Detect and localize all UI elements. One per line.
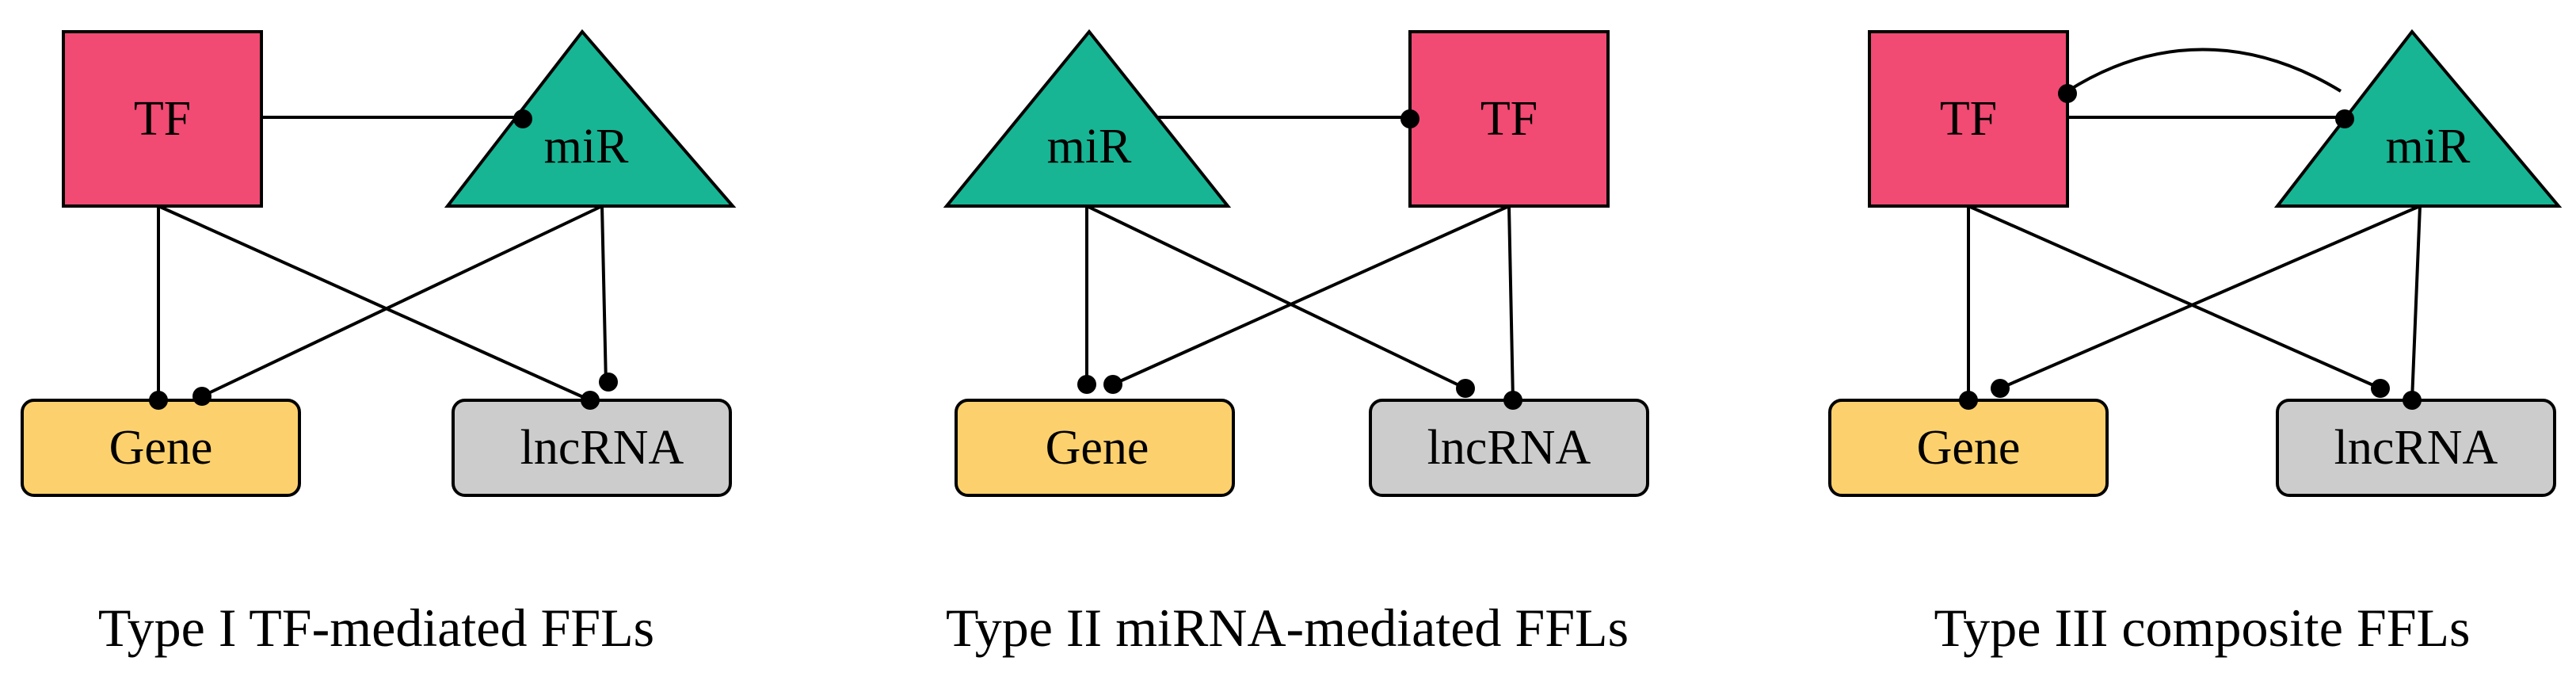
tf-node xyxy=(62,30,263,208)
dot-terminal xyxy=(149,391,168,410)
dot-terminal xyxy=(599,373,618,392)
panel-type-1: TF miR Gene lncRNA Type I TF-mediated FF… xyxy=(21,29,737,658)
dot-terminals-panel-1 xyxy=(149,109,618,410)
dot-terminal xyxy=(2058,84,2077,103)
edge-mir-lncrna xyxy=(1086,204,1466,390)
gene-node xyxy=(955,399,1235,497)
dot-terminal xyxy=(1503,391,1522,410)
edges-panel-2 xyxy=(1085,116,1515,401)
gene-label: Gene xyxy=(1917,421,2021,475)
mir-label: miR xyxy=(2386,120,2471,174)
tf-label: TF xyxy=(1480,92,1538,146)
dot-terminal xyxy=(192,387,211,406)
dot-terminal xyxy=(1077,375,1096,394)
edge-mir-gene xyxy=(201,204,603,398)
panel-caption: Type I TF-mediated FFLs xyxy=(98,598,654,658)
lncrna-label: lncRNA xyxy=(2334,421,2498,475)
gene-label: Gene xyxy=(1046,421,1149,475)
dot-terminal xyxy=(513,109,532,128)
dot-terminal xyxy=(1103,375,1122,394)
edge-tf-lncrna xyxy=(1968,204,2381,390)
tf-label: TF xyxy=(134,92,191,146)
mir-label: miR xyxy=(1047,120,1132,174)
edge-tf-gene xyxy=(1112,204,1510,386)
tf-label: TF xyxy=(1940,92,1997,146)
panel-caption: Type III composite FFLs xyxy=(1934,598,2470,658)
dot-terminal xyxy=(2371,379,2390,398)
edge-tf-lncrna xyxy=(158,204,591,402)
edge-mir-lncrna xyxy=(600,205,608,385)
dot-terminal xyxy=(581,391,600,410)
panel-caption: Type II miRNA-mediated FFLs xyxy=(946,598,1629,658)
dot-terminal xyxy=(2403,391,2422,410)
dot-terminal xyxy=(1456,379,1475,398)
dot-terminal xyxy=(1959,391,1978,410)
dot-terminal xyxy=(2335,109,2354,128)
lncrna-label: lncRNA xyxy=(520,421,684,475)
edge-tf-lncrna xyxy=(1507,205,1515,401)
dot-terminal xyxy=(1991,379,2010,398)
edge-mir-tf-curved xyxy=(2066,48,2342,93)
dot-terminals-panel-3 xyxy=(1959,84,2422,410)
gene-label: Gene xyxy=(109,421,213,475)
dot-terminals-panel-2 xyxy=(1077,109,1522,410)
tf-node xyxy=(1408,30,1610,208)
tf-node xyxy=(1868,30,2069,208)
dot-terminal xyxy=(1400,109,1419,128)
edges-panel-3 xyxy=(1967,48,2422,401)
edge-mir-lncrna xyxy=(2410,205,2422,401)
edge-mir-gene xyxy=(1999,204,2421,390)
mir-node xyxy=(943,29,1232,208)
panel-type-2: miR TF Gene lncRNA Type II miRNA-mediate… xyxy=(943,29,1649,658)
edges-panel-1 xyxy=(157,116,608,402)
lncrna-label: lncRNA xyxy=(1427,421,1591,475)
mir-label: miR xyxy=(544,120,629,174)
panel-type-3: TF miR Gene lncRNA Type III composite FF… xyxy=(1828,29,2563,658)
